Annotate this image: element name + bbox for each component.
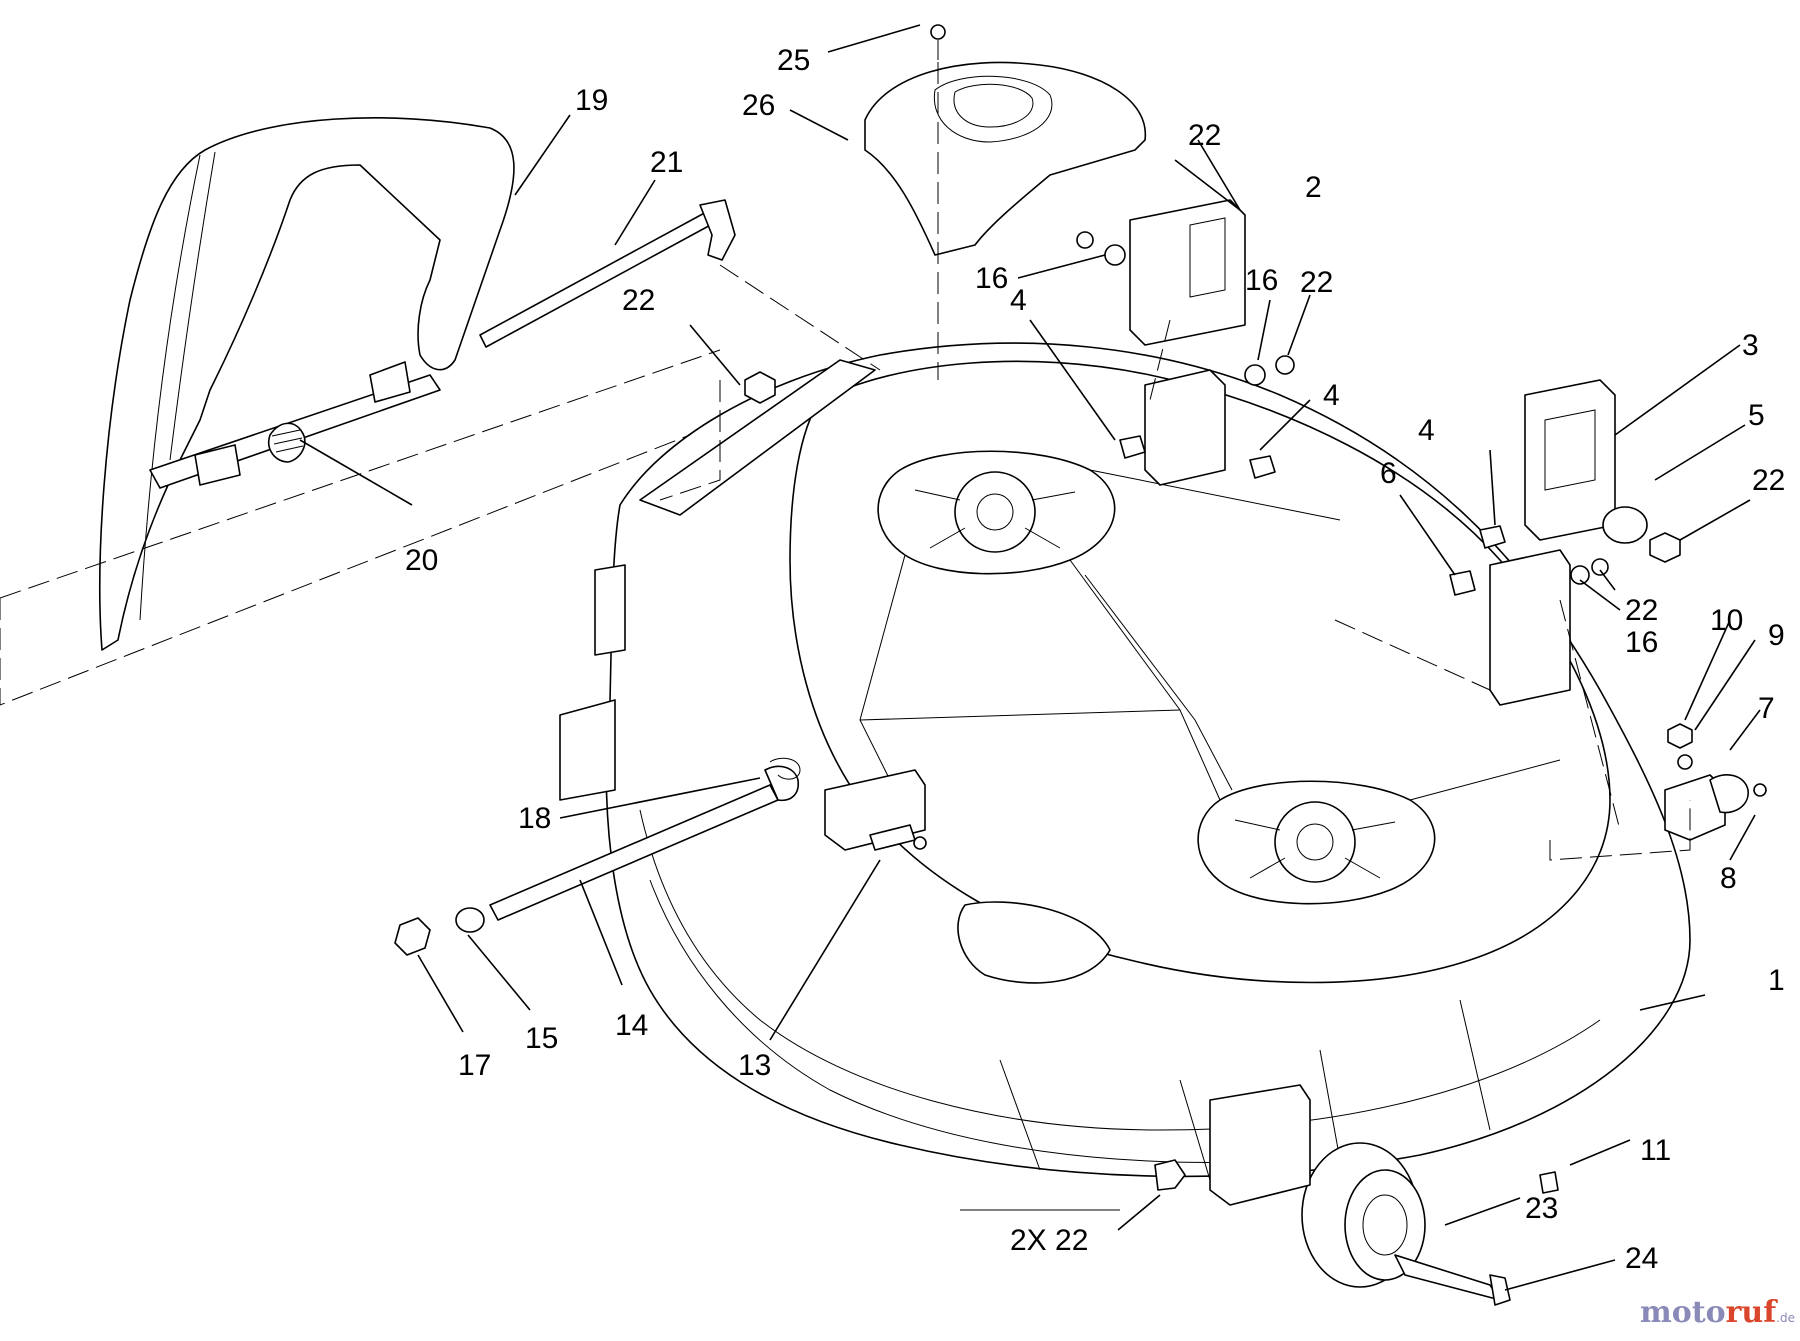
callout-2x22: 2X 22 xyxy=(1010,1224,1088,1257)
spindle-housing-left xyxy=(877,450,1116,575)
callout-22: 22 xyxy=(1752,464,1785,497)
callout-25: 25 xyxy=(777,44,810,77)
callout-22: 22 xyxy=(1625,594,1658,627)
swivel-fitting xyxy=(1664,723,1767,841)
callout-24: 24 xyxy=(1625,1242,1658,1275)
callout-9: 9 xyxy=(1768,619,1785,652)
deck-bracket-left xyxy=(1119,355,1295,486)
deck-ribs xyxy=(859,469,1561,801)
deck-side-rail xyxy=(559,359,876,801)
callout-17: 17 xyxy=(458,1049,491,1082)
discharge-chute xyxy=(957,901,1111,984)
callout-4: 4 xyxy=(1010,284,1027,317)
callout-21: 21 xyxy=(650,146,683,179)
callout-16: 16 xyxy=(1245,264,1278,297)
callout-5: 5 xyxy=(1748,399,1765,432)
callout-3: 3 xyxy=(1742,329,1759,362)
svg-text:motoruf.de: motoruf.de xyxy=(1640,1295,1795,1330)
gauge-wheel xyxy=(1301,1142,1511,1306)
callout-1: 1 xyxy=(1768,964,1785,997)
spindle-housing-right xyxy=(1197,780,1436,905)
callout-4: 4 xyxy=(1323,379,1340,412)
callout-19: 19 xyxy=(575,84,608,117)
callout-26: 26 xyxy=(742,89,775,122)
callout-20: 20 xyxy=(405,544,438,577)
callout-2: 2 xyxy=(1305,171,1322,204)
callout-7: 7 xyxy=(1758,692,1775,725)
leader-lines xyxy=(299,24,1761,1291)
mount-bracket-right xyxy=(1524,379,1681,563)
link-rod xyxy=(394,765,800,956)
callout-4: 4 xyxy=(1418,414,1435,447)
hinge-rod-assembly xyxy=(149,361,441,489)
callout-23: 23 xyxy=(1525,1192,1558,1225)
callout-18: 18 xyxy=(518,802,551,835)
callout-22: 22 xyxy=(1300,266,1333,299)
mount-bracket-upper xyxy=(1076,199,1246,346)
callout-22: 22 xyxy=(622,284,655,317)
pivot-bracket xyxy=(824,769,927,851)
callout-8: 8 xyxy=(1720,862,1737,895)
nut xyxy=(744,371,776,404)
hood-cover xyxy=(864,24,1146,256)
hair-pin-clip xyxy=(769,757,801,780)
callout-16: 16 xyxy=(975,262,1008,295)
lift-rod xyxy=(479,199,736,348)
callout-13: 13 xyxy=(738,1049,771,1082)
grass-deflector xyxy=(99,117,515,651)
watermark-logo: motoruf.de xyxy=(1640,1295,1795,1330)
wheel-bracket xyxy=(1154,1084,1559,1206)
callout-16: 16 xyxy=(1625,626,1658,659)
callout-14: 14 xyxy=(615,1009,648,1042)
callout-labels: 25 26 19 21 22 2 16 4 16 22 22 3 4 5 4 6… xyxy=(405,44,1785,1275)
callout-10: 10 xyxy=(1710,604,1743,637)
callout-6: 6 xyxy=(1380,457,1397,490)
callout-22: 22 xyxy=(1188,119,1221,152)
callout-11: 11 xyxy=(1640,1134,1671,1167)
callout-15: 15 xyxy=(525,1022,558,1055)
